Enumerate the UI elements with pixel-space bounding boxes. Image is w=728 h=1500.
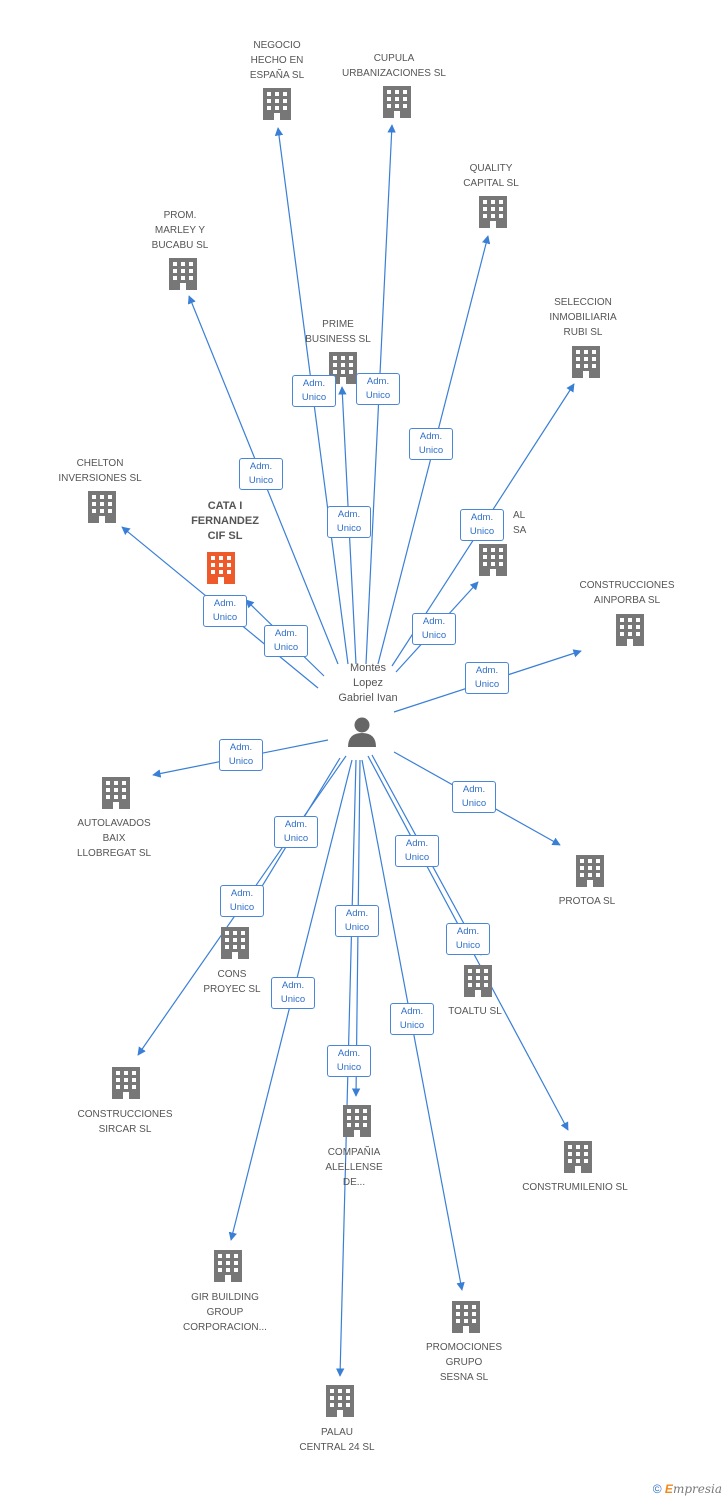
company-label-protoa[interactable]: PROTOA SL	[558, 896, 616, 907]
building-icon-sesna[interactable]	[452, 1301, 480, 1333]
company-label-autolavados[interactable]: AUTOLAVADOS BAIX LLOBREGAT SL	[76, 818, 152, 859]
role-badge-construmilenio[interactable]: Adm. Unico	[446, 923, 490, 955]
company-label-sircar[interactable]: CONSTRUCCIONES SIRCAR SL	[77, 1109, 173, 1135]
company-label-hidden[interactable]: AL SA	[513, 510, 527, 536]
company-label-chelton[interactable]: CHELTON INVERSIONES SL	[58, 458, 142, 484]
company-label-palau[interactable]: PALAU CENTRAL 24 SL	[299, 1427, 375, 1453]
role-badge-sircar[interactable]: Adm. Unico	[220, 885, 264, 917]
person-icon[interactable]	[348, 717, 376, 748]
role-badge-protoa[interactable]: Adm. Unico	[452, 781, 496, 813]
footer-brand[interactable]: © Empresia	[653, 1482, 722, 1496]
building-icon-protoa[interactable]	[576, 855, 604, 887]
building-icon-alellense[interactable]	[343, 1105, 371, 1137]
company-label-prom[interactable]: PROM. MARLEY Y BUCABU SL	[151, 210, 209, 251]
company-label-construmilenio[interactable]: CONSTRUMILENIO SL	[522, 1182, 628, 1193]
company-label-toaltu[interactable]: TOALTU SL	[448, 1006, 502, 1017]
role-badge-gir[interactable]: Adm. Unico	[271, 977, 315, 1009]
company-label-sesna[interactable]: PROMOCIONES GRUPO SESNA SL	[425, 1342, 503, 1383]
company-label-cata[interactable]: CATA I FERNANDEZ CIF SL	[191, 500, 259, 542]
company-label-seleccion[interactable]: SELECCION INMOBILIARIA RUBI SL	[549, 297, 617, 338]
role-badge-quality[interactable]: Adm. Unico	[409, 428, 453, 460]
role-badge-chelton[interactable]: Adm. Unico	[203, 595, 247, 627]
role-badge-seleccion[interactable]: Adm. Unico	[460, 509, 504, 541]
person-name[interactable]: Montes Lopez Gabriel Ivan	[338, 662, 398, 704]
role-badge-prime[interactable]: Adm. Unico	[327, 506, 371, 538]
company-label-cupula[interactable]: CUPULA URBANIZACIONES SL	[342, 53, 446, 79]
role-badge-negocio[interactable]: Adm. Unico	[292, 375, 336, 407]
building-icon-sircar[interactable]	[112, 1067, 140, 1099]
building-icon-seleccion[interactable]	[572, 346, 600, 378]
role-badge-alellense[interactable]: Adm. Unico	[335, 905, 379, 937]
copyright-symbol: ©	[652, 1482, 662, 1496]
company-label-prime[interactable]: PRIME BUSINESS SL	[305, 319, 371, 345]
role-badge-prom[interactable]: Adm. Unico	[239, 458, 283, 490]
building-icon-hidden[interactable]	[479, 544, 507, 576]
building-icon-prom[interactable]	[169, 258, 197, 290]
brand-logo-text: mpresia	[672, 1482, 722, 1496]
building-icon-negocio[interactable]	[263, 88, 291, 120]
role-badge-palau[interactable]: Adm. Unico	[327, 1045, 371, 1077]
building-icon-cupula[interactable]	[383, 86, 411, 118]
building-icon-quality[interactable]	[479, 196, 507, 228]
role-badge-autolavados[interactable]: Adm. Unico	[219, 739, 263, 771]
role-badge-cata[interactable]: Adm. Unico	[264, 625, 308, 657]
building-icon-autolavados[interactable]	[102, 777, 130, 809]
building-icon-gir[interactable]	[214, 1250, 242, 1282]
building-icon-chelton[interactable]	[88, 491, 116, 523]
role-badge-consproyec[interactable]: Adm. Unico	[274, 816, 318, 848]
building-icon-construmilenio[interactable]	[564, 1141, 592, 1173]
company-label-consproyec[interactable]: CONS PROYEC SL	[203, 969, 261, 995]
company-label-quality[interactable]: QUALITY CAPITAL SL	[463, 163, 519, 189]
building-icon-consproyec[interactable]	[221, 927, 249, 959]
role-badge-cupula[interactable]: Adm. Unico	[356, 373, 400, 405]
company-label-ainporba[interactable]: CONSTRUCCIONES AINPORBA SL	[579, 580, 675, 606]
company-label-negocio[interactable]: NEGOCIO HECHO EN ESPAÑA SL	[249, 40, 305, 81]
company-label-gir[interactable]: GIR BUILDING GROUP CORPORACION...	[183, 1292, 267, 1333]
role-badge-sesna[interactable]: Adm. Unico	[390, 1003, 434, 1035]
role-badge-ainporba[interactable]: Adm. Unico	[465, 662, 509, 694]
company-label-alellense[interactable]: COMPAÑIA ALELLENSE DE...	[325, 1147, 383, 1188]
building-icon-ainporba[interactable]	[616, 614, 644, 646]
building-icon-toaltu[interactable]	[464, 965, 492, 997]
brand-logo-e: E	[664, 1482, 673, 1496]
role-badge-hidden[interactable]: Adm. Unico	[412, 613, 456, 645]
role-badge-toaltu[interactable]: Adm. Unico	[395, 835, 439, 867]
building-icon-cata[interactable]	[207, 552, 235, 584]
building-icon-palau[interactable]	[326, 1385, 354, 1417]
